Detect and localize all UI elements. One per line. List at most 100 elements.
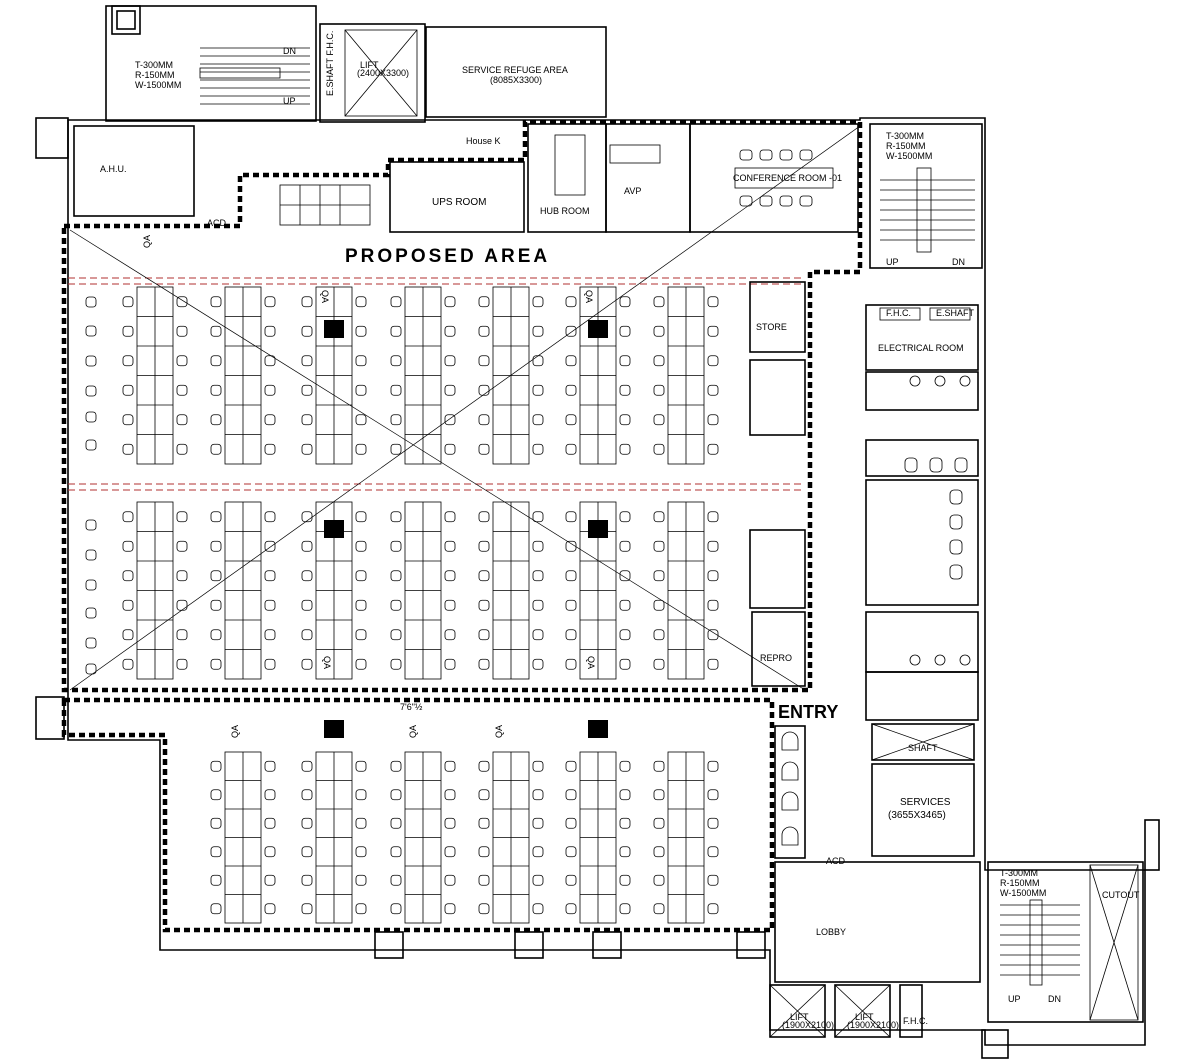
workstations [85,286,719,924]
lift-top-dim: (2400X3300) [357,68,409,78]
toilet-washbasins-1 [865,371,979,411]
workstation-cluster [122,501,188,680]
workstation-cluster [210,286,276,465]
ahu-label: A.H.U. [100,164,127,174]
workstation-cluster [653,501,719,680]
service-refuge-dim: (8085X3300) [490,75,542,85]
chair [85,549,97,561]
structural-columns [324,320,608,738]
stair-bottom-right [987,861,1144,1023]
stair-width-tr: W-1500MM [886,151,932,161]
lift-top-label: LIFT [360,60,379,70]
conference-label: CONFERENCE ROOM -01 [733,173,842,183]
qa-label-4: QA [322,656,332,669]
lift-2-label: LIFT [855,1012,874,1022]
workstation-cluster [478,501,544,680]
workstation-cluster [390,286,456,465]
workstation-cluster [478,286,544,465]
stair-up-tl: UP [283,96,296,106]
eshaft-label: E.SHAFT [936,308,975,318]
entry-label: ENTRY [778,702,838,722]
stair-tread-br: T-300MM [1000,868,1038,878]
stair-up-tr: UP [886,257,899,267]
stair-top-right [869,123,983,269]
fhc-label: F.H.C. [886,308,911,318]
chair [85,579,97,591]
store-room [749,281,806,353]
stair-dn-br: DN [1048,994,1061,1004]
ahu-room [73,125,195,217]
qa-label-6: QA [230,725,240,738]
stair-riser-tl: R-150MM [135,70,175,80]
electrical-room [865,304,979,371]
shaft-label: SHAFT [908,743,938,753]
stair-width-br: W-1500MM [1000,888,1046,898]
lift-2-dim: (1900X2100) [847,1020,899,1030]
chair [85,296,97,308]
page-title: PROPOSED AREA [345,246,550,267]
stair-riser-tr: R-150MM [886,141,926,151]
workstation-cluster [301,751,367,924]
workstation-cluster [653,751,719,924]
eshaft-fhc-label: E.SHAFT F.H.C. [325,31,335,96]
store-label: STORE [756,322,787,332]
services-dim: (3655X3465) [888,810,946,821]
acd-top-label: ACD [207,218,227,228]
electrical-room-label: ELECTRICAL ROOM [878,343,964,353]
chair [85,411,97,423]
avp-room [605,123,691,233]
qa-label-5: QA [586,656,596,669]
chair [85,325,97,337]
cutout-label: CUTOUT [1102,890,1140,900]
workstation-cluster [210,501,276,680]
workstation-cluster [653,286,719,465]
dimension-mark: 7'6"½ [400,702,423,712]
chair [85,355,97,367]
stair-dn-tr: DN [952,257,965,267]
avp-label: AVP [624,186,641,196]
repro-room [751,611,806,687]
housek-label: House K [466,136,501,146]
stair-width-tl: W-1500MM [135,80,181,90]
fhc-bottom [899,984,923,1038]
chair [85,607,97,619]
lift-1-label: LIFT [790,1012,809,1022]
chair [85,663,97,675]
qa-label-7: QA [408,725,418,738]
repro-label: REPRO [760,653,792,663]
conference-room [689,123,859,233]
toilet-2 [865,479,979,606]
toilet-1 [865,439,979,477]
hub-room-label: HUB ROOM [540,206,590,216]
workstation-cluster [565,501,631,680]
workstation-cluster [390,751,456,924]
workstation-cluster [122,286,188,465]
fhc-bottom-label: F.H.C. [903,1016,928,1026]
ups-room [389,161,525,233]
services-label: SERVICES [900,797,951,808]
cabin-1 [749,359,806,436]
shaft [871,723,975,761]
stair-riser-br: R-150MM [1000,878,1040,888]
proposed-area-boundary [61,119,863,933]
lift-1 [769,984,826,1038]
service-refuge-label: SERVICE REFUGE AREA [462,65,568,75]
corridor-box [865,671,979,721]
chair [85,439,97,451]
services-room [871,763,975,857]
stair-dn-tl: DN [283,46,296,56]
chair [85,385,97,397]
ups-room-label: UPS ROOM [432,197,486,208]
chair [85,637,97,649]
workstation-cluster [210,751,276,924]
workstation-cluster [301,501,367,680]
qa-label-3: QA [584,290,594,303]
qa-label-2: QA [320,290,330,303]
stair-tread-tr: T-300MM [886,131,924,141]
chair [85,519,97,531]
workstation-cluster [565,751,631,924]
stair-up-br: UP [1008,994,1021,1004]
lift-2 [834,984,891,1038]
workstation-cluster [390,501,456,680]
